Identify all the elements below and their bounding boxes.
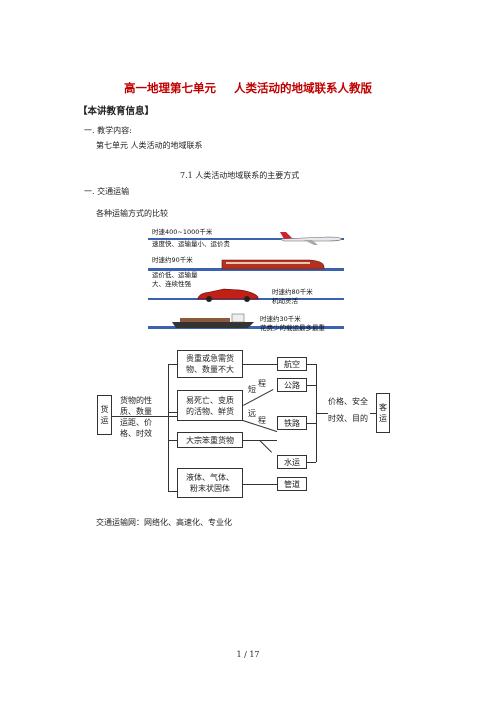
goods-box-fluid: 液体、气体、 粉末状固体 [177,468,243,498]
connector [307,462,316,463]
ship-icon [172,313,254,328]
connector [168,364,169,491]
freight-factor-line: 格、时效 [120,429,152,438]
compare-heading: 各种运输方式的比较 [96,209,168,218]
mode-road: 公路 [277,378,307,392]
water-text-1: 时速约30千米 [260,315,301,323]
goods-line: 易死亡、变质 [186,395,234,405]
water-text-2: 花费少的载运最多最重 [260,324,325,332]
connector [307,364,316,365]
goods-line: 的活物、鲜货 [186,406,234,416]
connector [168,364,177,365]
passenger-box: 客 运 [376,393,390,433]
unit-line: 第七单元 人类活动的地域联系 [96,141,203,150]
long-distance-char-2: 程 [258,416,266,425]
freight-factor-line: 货物的性 [120,396,152,405]
rail-band [148,268,344,271]
transport-illustration: 时速400~1000千米 速度快、运输量小、运价贵 时速约90千米 运价低、运输… [148,226,346,342]
car-icon [197,288,259,302]
freight-factors: 货物的性 质、数量 运距、价 格、时效 [120,395,152,439]
freight-factor-line: 运距、价 [120,418,152,427]
connector [243,484,277,485]
rail-text-3: 大、连续性强 [152,280,191,288]
air-text-2: 速度快、运输量小、运价贵 [152,240,230,248]
freight-char-2: 运 [100,416,109,425]
mode-rail: 铁路 [277,416,307,430]
passenger-factor-line: 价格、安全 [328,397,368,406]
goods-line: 贵重或急需货 [186,354,234,363]
section-header: 【本讲教育信息】 [78,106,155,117]
title-part1: 高一地理第七单元 [124,81,216,95]
freight-char-1: 货 [100,405,109,414]
long-distance-char-1: 远 [248,409,256,418]
mode-air: 航空 [277,357,307,371]
title-part2: 人类活动的地域联系人教版 [234,81,372,95]
connector [168,412,177,413]
content-heading: 一. 教学内容: [84,126,132,135]
rail-text-1: 时速约90千米 [152,256,193,264]
connector [307,385,316,386]
goods-line: 粉末状固体 [190,484,230,493]
connector [370,413,376,414]
short-distance-char-2: 程 [258,379,266,388]
air-band [148,238,344,240]
short-distance-char-1: 短 [248,385,256,394]
connector [316,413,328,414]
mode-pipeline: 管道 [277,477,307,491]
passenger-char-2: 运 [379,414,387,423]
connector [168,440,177,441]
goods-box-valuable: 贵重或急需货 物、数量不大 [177,350,243,378]
connector [168,491,177,492]
goods-box-bulk: 大宗笨重货物 [177,432,243,448]
item-transport: 一. 交通运输 [84,187,130,196]
freight-factor-line: 质、数量 [120,407,152,416]
connector [259,440,273,453]
passenger-char-1: 客 [379,403,387,412]
goods-line: 大宗笨重货物 [186,435,234,445]
goods-line: 物、数量不大 [186,365,234,374]
network-text: 交通运输网：网络化、高速化、专业化 [96,518,232,527]
connector [112,416,177,417]
connector [243,364,277,365]
road-text-1: 时速约80千米 [272,288,313,296]
document-title: 高一地理第七单元 人类活动的地域联系人教版 [0,80,496,96]
page-number: 1 / 17 [236,650,260,659]
train-icon [221,259,325,270]
rail-text-2: 运价低、运输量 [152,271,198,279]
connector [307,423,316,424]
passenger-factor-line: 时效、目的 [328,414,368,423]
air-text-1: 时速400~1000千米 [152,228,213,236]
freight-box: 货 运 [97,395,112,435]
airplane-icon [279,232,343,245]
subsection-title: 7.1 人类活动地域联系的主要方式 [180,171,300,180]
passenger-factors: 价格、安全 时效、目的 [328,396,368,424]
goods-box-perishable: 易死亡、变质 的活物、鲜货 [177,390,243,421]
goods-line: 液体、气体、 [186,473,234,482]
mode-water: 水运 [277,455,307,469]
road-text-2: 机动灵活 [272,297,298,305]
